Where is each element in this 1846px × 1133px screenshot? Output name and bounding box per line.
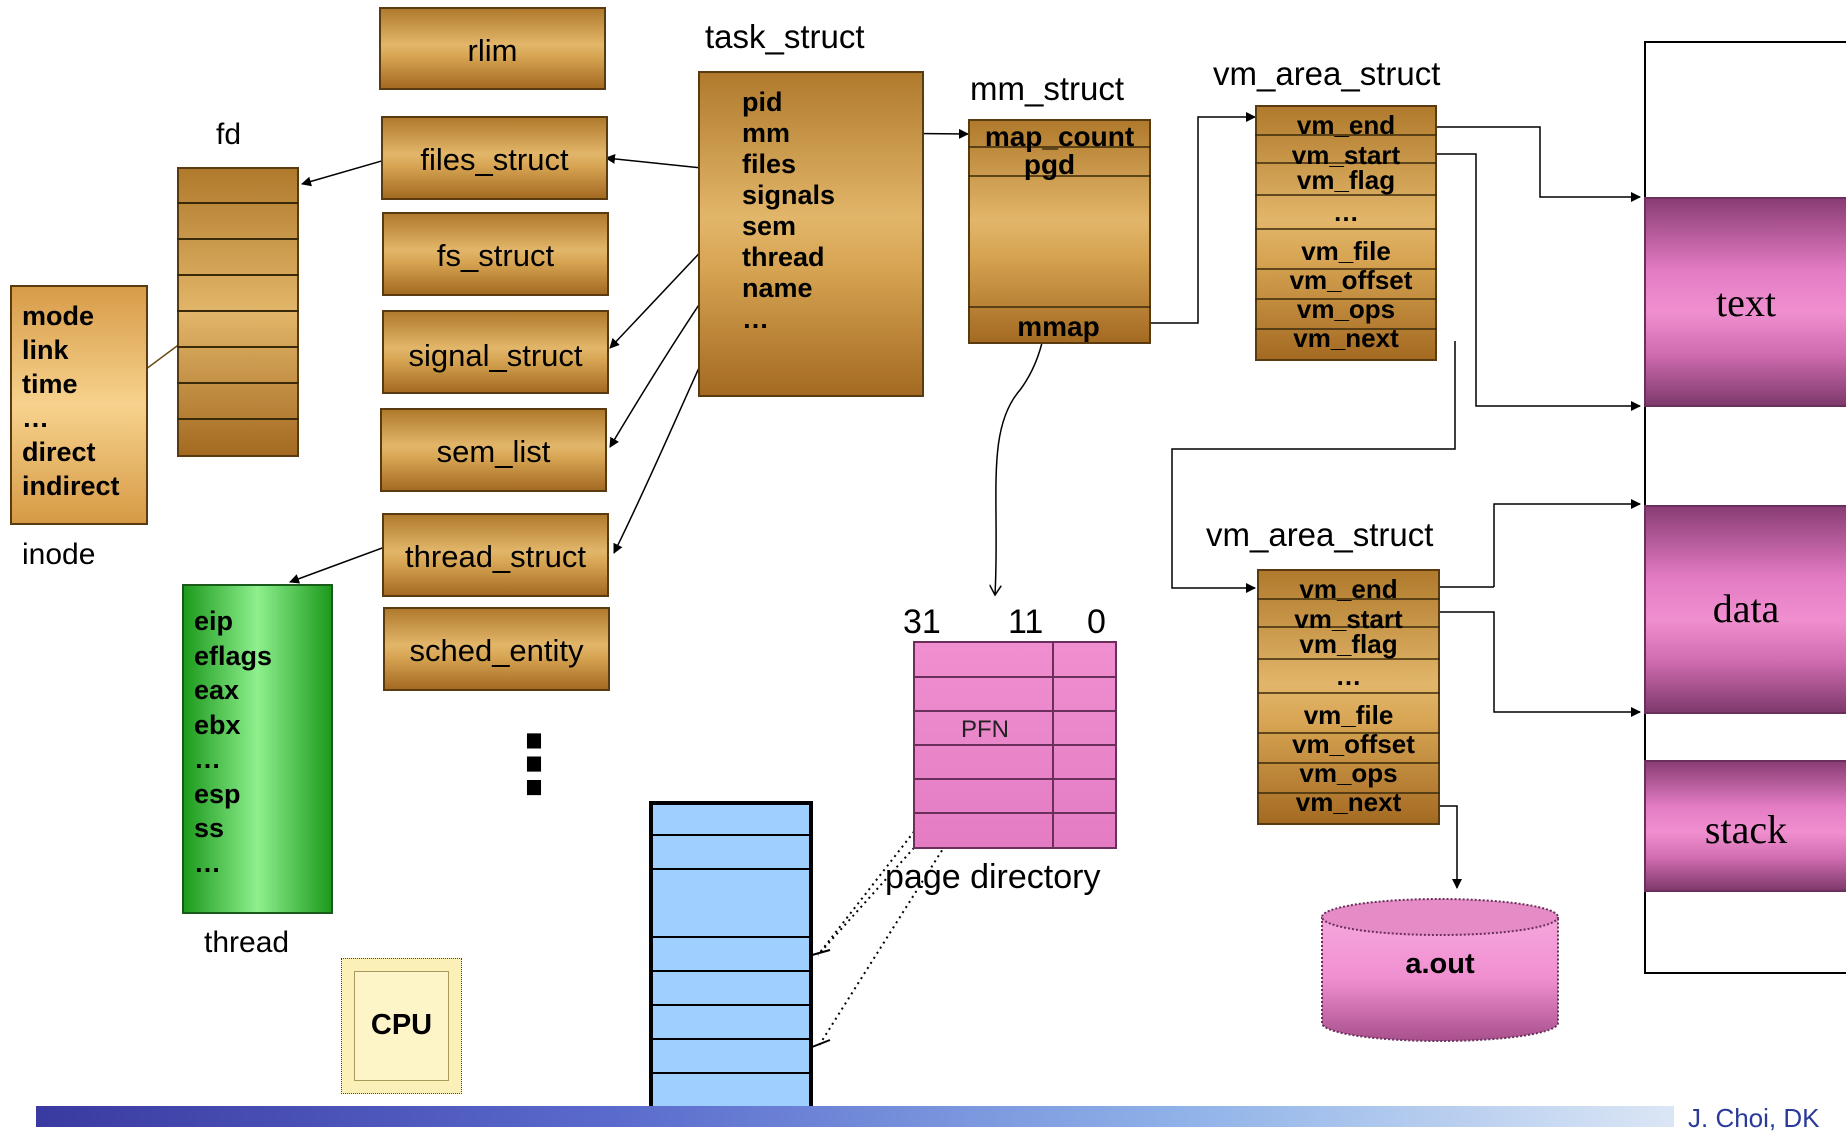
vm-area-1-box: vm_end vm_start vm_flag … vm_file vm_off… xyxy=(1255,105,1437,361)
vm2-start: vm_start xyxy=(1294,604,1403,634)
dotted-line-2 xyxy=(817,824,959,1048)
inode-fields: mode link time … direct indirect xyxy=(22,299,120,503)
field-ellipsis-2: … xyxy=(194,847,221,878)
vm2-offset: vm_offset xyxy=(1292,729,1415,759)
field-name: name xyxy=(742,273,813,303)
cpu-label: CPU xyxy=(370,1009,433,1041)
field-pid: pid xyxy=(742,87,783,117)
rlim-box: rlim xyxy=(379,7,606,90)
thread-title: thread xyxy=(204,926,290,959)
field-map-count: map_count xyxy=(984,121,1135,152)
vm1-offset: vm_offset xyxy=(1289,265,1413,295)
stack-segment: stack xyxy=(1644,760,1846,892)
task-struct-box: pid mm files signals sem thread name … xyxy=(698,71,924,397)
field-mmap: mmap xyxy=(1017,311,1100,342)
text-segment: text xyxy=(1644,197,1846,407)
field-ebx: ebx xyxy=(194,709,241,740)
field-indirect: indirect xyxy=(22,471,120,501)
vm1-flag: vm_flag xyxy=(1296,165,1396,195)
field-ellipsis: … xyxy=(22,403,49,433)
field-thread: thread xyxy=(742,242,825,272)
inode-title: inode xyxy=(22,538,96,571)
field-eflags: eflags xyxy=(194,640,273,671)
field-mode: mode xyxy=(22,301,95,331)
vm1-ellipsis: … xyxy=(1333,197,1359,227)
mm-struct-title: mm_struct xyxy=(970,70,1125,107)
page-table xyxy=(649,801,813,1127)
arrow-vm-start-2 xyxy=(1440,611,1641,717)
task-struct-title: task_struct xyxy=(705,18,865,55)
vm2-flag: vm_flag xyxy=(1299,629,1398,659)
vm1-ops: vm_ops xyxy=(1296,294,1396,324)
vm1-end: vm_end xyxy=(1296,110,1396,140)
field-eax: eax xyxy=(194,675,240,705)
field-pgd: pgd xyxy=(1023,149,1076,180)
fd-rows xyxy=(177,202,299,420)
vm1-file: vm_file xyxy=(1301,236,1391,266)
vm-area-2-box: vm_end vm_start vm_flag … vm_file vm_off… xyxy=(1257,569,1440,825)
field-signals: signals xyxy=(742,180,836,210)
vm2-next: vm_next xyxy=(1295,787,1402,817)
cpu-chip: CPU xyxy=(341,958,462,1094)
field-mm: mm xyxy=(742,118,791,148)
vm-area-1-title: vm_area_struct xyxy=(1213,55,1441,92)
more-structs-ellipsis: ⋮ xyxy=(494,720,574,809)
data-segment: data xyxy=(1644,505,1846,714)
vm-area-2-title: vm_area_struct xyxy=(1206,516,1434,553)
fd-table xyxy=(177,167,299,457)
arrow-vm-start-1 xyxy=(1428,153,1641,411)
bit-0: 0 xyxy=(1087,603,1106,641)
arrow-vm-file xyxy=(1440,805,1462,889)
field-sem: sem xyxy=(742,211,797,241)
field-eip: eip xyxy=(194,606,234,636)
vm2-end: vm_end xyxy=(1299,574,1398,604)
vm2-ellipsis: … xyxy=(1335,661,1362,691)
vm1-next: vm_next xyxy=(1293,323,1399,353)
bit-11: 11 xyxy=(1008,603,1044,641)
sem-list-box: sem_list xyxy=(380,408,607,492)
thread-box: eip eflags eax ebx … esp ss … xyxy=(182,584,333,914)
field-esp: esp xyxy=(194,778,241,809)
page-directory-title: page directory xyxy=(885,858,1101,896)
field-time: time xyxy=(22,369,78,399)
bit-31: 31 xyxy=(903,603,941,641)
arrow-data-top xyxy=(1493,499,1641,587)
field-ss: ss xyxy=(194,813,225,843)
pfn-label: PFN xyxy=(961,716,1009,743)
field-link: link xyxy=(22,335,69,365)
sched-entity-box: sched_entity xyxy=(383,607,610,691)
task-struct-fields: pid mm files signals sem thread name … xyxy=(742,87,835,335)
fs-struct-box: fs_struct xyxy=(382,212,609,296)
mm-struct-box: map_count pgd mmap xyxy=(968,119,1151,344)
inode-box: mode link time … direct indirect xyxy=(10,285,148,525)
arrow-thread-regs xyxy=(289,546,386,584)
vm1-start: vm_start xyxy=(1291,140,1401,170)
field-files: files xyxy=(742,149,797,179)
arrow-mmap xyxy=(1130,112,1256,324)
page-directory-table: PFN xyxy=(913,641,1117,849)
fd-title: fd xyxy=(216,118,242,151)
field-ellipsis: … xyxy=(742,304,769,334)
footer-author: J. Choi, DK xyxy=(1688,1103,1820,1133)
thread-fields: eip eflags eax ebx … esp ss … xyxy=(194,604,272,880)
field-direct: direct xyxy=(22,437,96,467)
footer-bar xyxy=(36,1106,1674,1127)
arrow-fd xyxy=(301,159,386,187)
arrow-vm-end-1 xyxy=(1428,126,1641,202)
vm2-file: vm_file xyxy=(1303,700,1394,730)
signal-struct-box: signal_struct xyxy=(382,310,609,394)
a-out-label: a.out xyxy=(1405,948,1475,980)
thread-struct-box: thread_struct xyxy=(382,513,609,597)
files-struct-box: files_struct xyxy=(381,116,608,200)
dotted-line-3 xyxy=(817,829,931,956)
field-ellipsis: … xyxy=(194,744,221,774)
a-out-disk xyxy=(1321,898,1559,1042)
vm2-ops: vm_ops xyxy=(1299,758,1398,788)
arrow-vm-next xyxy=(1171,341,1456,593)
